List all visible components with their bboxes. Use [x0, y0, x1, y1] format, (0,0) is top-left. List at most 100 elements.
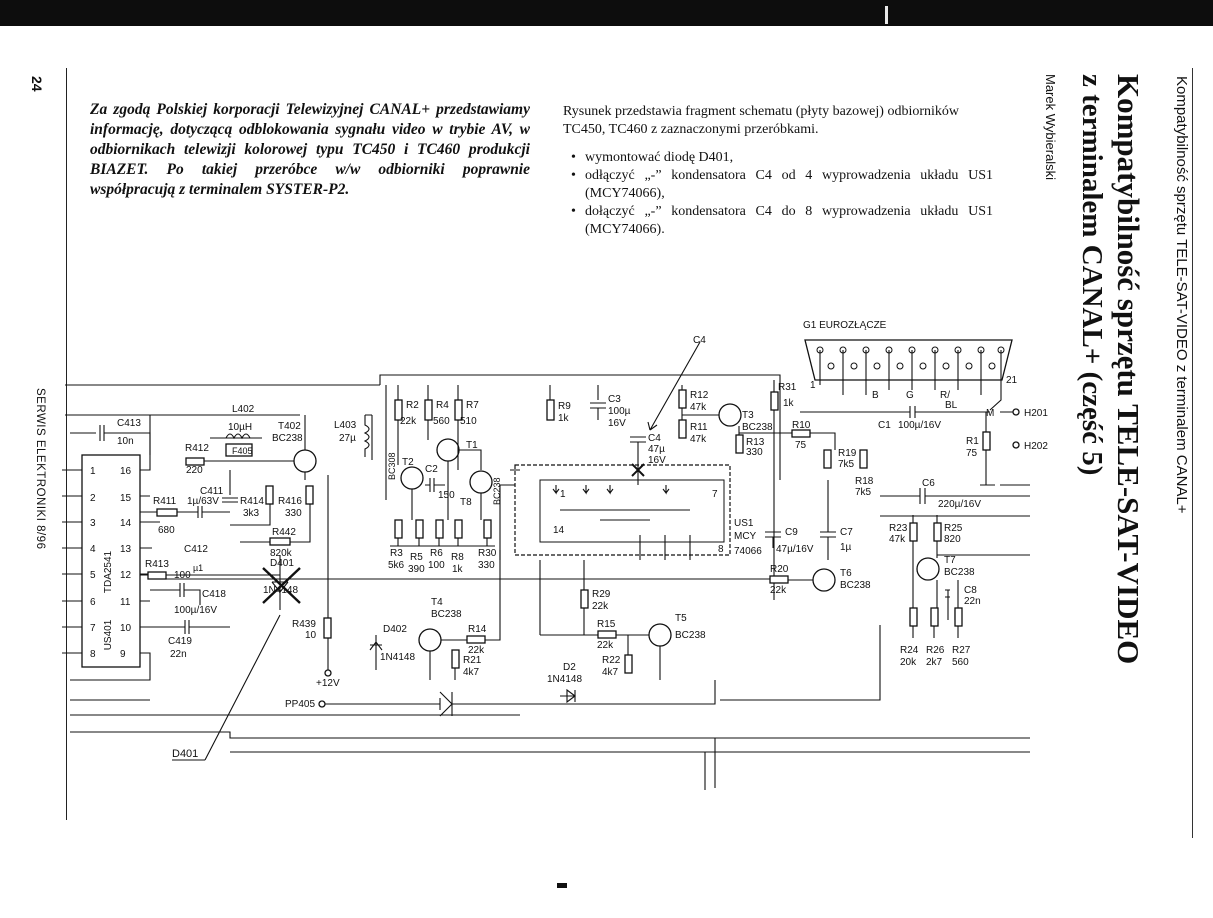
svg-text:T3: T3 — [742, 410, 754, 421]
svg-text:R412: R412 — [185, 443, 209, 454]
terminal-12v: +12V — [316, 678, 340, 689]
svg-text:BC238: BC238 — [675, 630, 706, 641]
svg-text:1N4148: 1N4148 — [263, 585, 298, 596]
svg-text:R413: R413 — [145, 559, 169, 570]
svg-text:T6: T6 — [840, 568, 852, 579]
svg-text:4k7: 4k7 — [463, 667, 480, 678]
steps-list: wymontować diodę D401, odłączyć „-” kond… — [563, 149, 993, 239]
svg-text:C4: C4 — [648, 433, 661, 444]
svg-text:21: 21 — [1006, 375, 1018, 386]
l402-region: L402 10µH F405 R412 220 T402 BC238 C411 — [149, 404, 317, 503]
svg-text:C9: C9 — [785, 527, 798, 538]
ic-pin: 15 — [120, 493, 132, 504]
ic-us401: TDA2541 US401 1 2 3 4 5 6 7 8 16 15 14 1… — [62, 454, 160, 681]
svg-text:D2: D2 — [563, 662, 576, 673]
svg-text:BC238: BC238 — [492, 477, 502, 505]
t3-group: R12 47k R11 47k T3 BC238 R13 330 — [678, 385, 773, 458]
cap-c413: C413 10n — [70, 418, 151, 455]
svg-text:T402: T402 — [278, 421, 301, 432]
svg-text:1µ/63V: 1µ/63V — [187, 496, 219, 507]
description-text: Rysunek przedstawia fragment schematu (p… — [563, 104, 959, 137]
svg-text:C412: C412 — [184, 544, 208, 555]
ic-pin: 8 — [90, 649, 96, 660]
left-margin-rule — [66, 68, 67, 820]
transistor-group-left: R2 22k R4 560 R7 510 BC308 T1 T2 C2 150 … — [385, 385, 502, 575]
ic-pin: 3 — [90, 518, 96, 529]
callout-d401: D401 — [172, 748, 198, 760]
svg-text:R1: R1 — [966, 436, 979, 447]
svg-text:47k: 47k — [690, 434, 707, 445]
svg-text:R11: R11 — [690, 422, 708, 433]
svg-text:C7: C7 — [840, 527, 853, 538]
svg-text:7k5: 7k5 — [855, 487, 872, 498]
svg-text:1: 1 — [560, 489, 566, 500]
svg-text:R4: R4 — [436, 400, 449, 411]
svg-text:C3: C3 — [608, 394, 621, 405]
ic-pin: 5 — [90, 570, 96, 581]
svg-text:R12: R12 — [690, 390, 709, 401]
svg-text:2k7: 2k7 — [926, 657, 943, 668]
svg-text:5k6: 5k6 — [388, 560, 405, 571]
ic-pin: 14 — [120, 518, 132, 529]
svg-text:C6: C6 — [922, 478, 935, 489]
svg-text:560: 560 — [952, 657, 969, 668]
circuit-schematic: TDA2541 US401 1 2 3 4 5 6 7 8 16 15 14 1… — [62, 320, 1048, 790]
c9-c7: C9 47µ/16V C7 1µ — [765, 480, 853, 560]
svg-text:330: 330 — [478, 560, 495, 571]
right-margin-rule — [1192, 68, 1193, 838]
svg-text:1N4148: 1N4148 — [380, 652, 415, 663]
svg-text:220µ/16V: 220µ/16V — [938, 499, 981, 510]
svg-text:BC238: BC238 — [944, 567, 975, 578]
svg-text:R29: R29 — [592, 589, 611, 600]
svg-text:R22: R22 — [602, 655, 621, 666]
svg-text:C418: C418 — [202, 589, 226, 600]
terminal-pp405: PP405 — [285, 699, 315, 710]
connector-label: M — [986, 408, 994, 419]
connector-label: R/ — [940, 390, 950, 401]
svg-text:7: 7 — [712, 489, 718, 500]
svg-text:22k: 22k — [400, 416, 417, 427]
svg-text:R442: R442 — [272, 527, 296, 538]
svg-text:47k: 47k — [889, 534, 906, 545]
intro-text: Za zgodą Polskiej korporacji Telewizyjne… — [90, 101, 530, 198]
scan-speck — [885, 6, 888, 24]
cap-c6: C6 220µ/16V — [880, 478, 1030, 510]
r439-supply: R439 10 +12V — [292, 475, 340, 689]
svg-text:680: 680 — [158, 525, 175, 536]
svg-text:T5: T5 — [675, 613, 687, 624]
ic-pin: 16 — [120, 466, 132, 477]
svg-text:R23: R23 — [889, 523, 908, 534]
ic-pin: 2 — [90, 493, 96, 504]
ic-pin: 1 — [90, 466, 96, 477]
svg-text:22k: 22k — [770, 585, 787, 596]
svg-text:R26: R26 — [926, 645, 945, 656]
description-block: Rysunek przedstawia fragment schematu (p… — [563, 103, 993, 239]
svg-text:10n: 10n — [117, 436, 134, 447]
svg-text:R2: R2 — [406, 400, 419, 411]
svg-text:R18: R18 — [855, 476, 874, 487]
ic-pin: 9 — [120, 649, 126, 660]
svg-text:22k: 22k — [597, 640, 614, 651]
svg-text:L402: L402 — [232, 404, 255, 415]
svg-text:14: 14 — [553, 525, 565, 536]
svg-text:BC238: BC238 — [840, 580, 871, 591]
running-header: Kompatybilność sprzętu TELE-SAT-VIDEO z … — [1173, 76, 1190, 514]
svg-text:R20: R20 — [770, 564, 789, 575]
svg-text:100µ/16V: 100µ/16V — [898, 420, 941, 431]
svg-text:10: 10 — [305, 630, 317, 641]
svg-text:820: 820 — [944, 534, 961, 545]
svg-text:1k: 1k — [558, 413, 570, 424]
svg-text:R30: R30 — [478, 548, 497, 559]
svg-text:T1: T1 — [466, 440, 478, 451]
svg-text:D402: D402 — [383, 624, 407, 635]
svg-text:16V: 16V — [648, 455, 666, 466]
svg-text:R14: R14 — [468, 624, 487, 635]
article-author: Marek Wybieralski — [1043, 74, 1058, 181]
r413-c418-c419: R413 100 µ1 C418 100µ/16V C419 22n — [140, 559, 280, 660]
svg-text:510: 510 — [460, 416, 477, 427]
svg-text:100µ: 100µ — [608, 406, 631, 417]
svg-text:µ1: µ1 — [193, 563, 203, 573]
svg-text:3k3: 3k3 — [243, 508, 260, 519]
svg-text:100: 100 — [428, 560, 445, 571]
article-title-line1: Kompatybilność sprzętu TELE-SAT-VIDEO — [1111, 74, 1146, 665]
